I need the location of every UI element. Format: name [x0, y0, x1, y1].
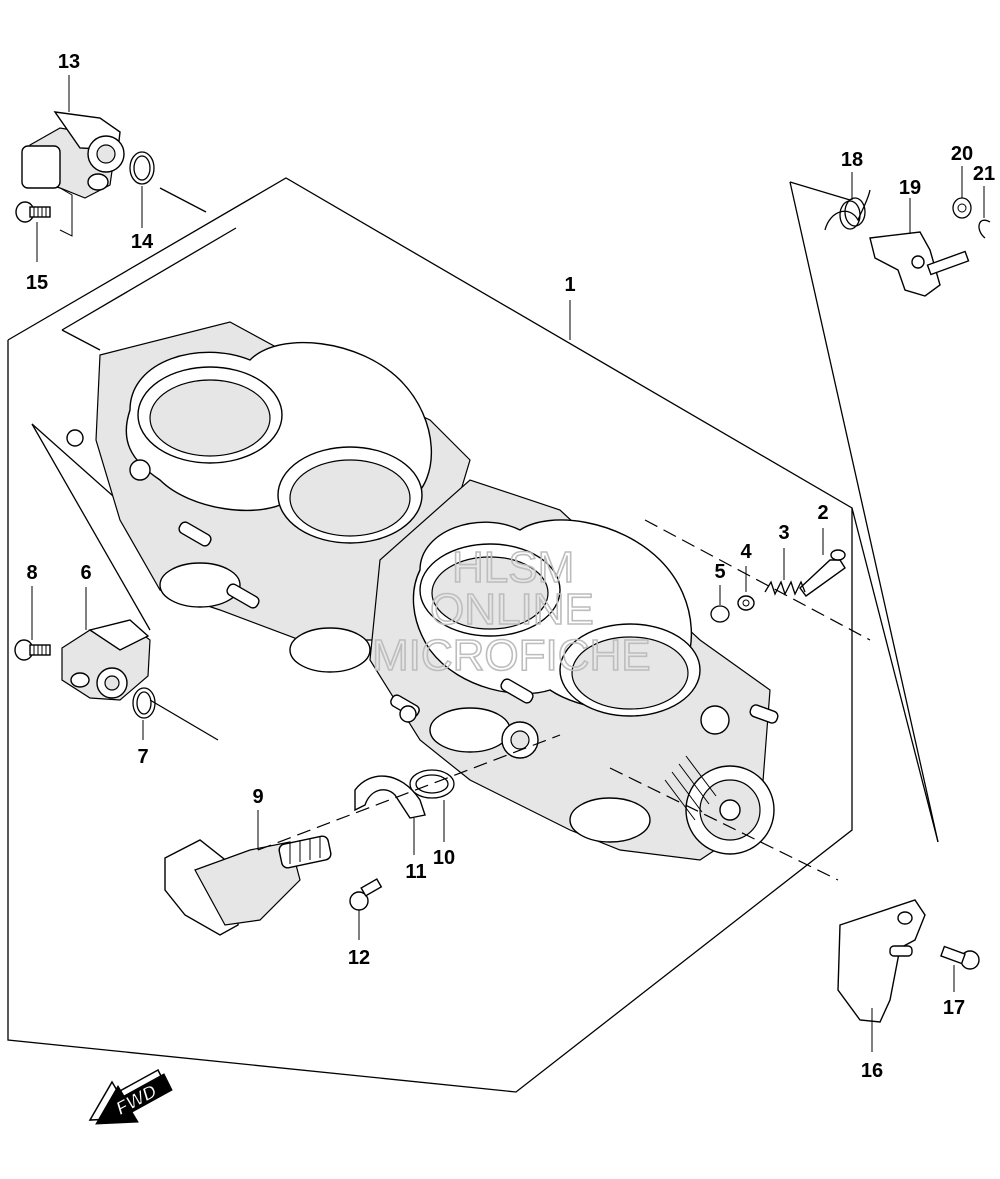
- callout-20: 20: [951, 143, 973, 165]
- watermark-line-1: HLSM: [452, 543, 574, 592]
- bolt-17: [940, 945, 980, 970]
- sensor-13: [21, 111, 125, 199]
- clip-21: [978, 219, 991, 239]
- o-ring-10: [409, 769, 455, 799]
- callout-10: 10: [433, 847, 455, 869]
- callout-2: 2: [817, 502, 828, 524]
- spring-18: [824, 189, 871, 231]
- o-ring-7: [132, 687, 156, 719]
- bracket-16: [837, 899, 926, 1023]
- lever-19: [869, 231, 970, 297]
- bracket-11: [354, 775, 426, 819]
- sensor-9: [164, 835, 332, 936]
- alignment-lines: [257, 519, 871, 881]
- screw-15: [15, 201, 51, 223]
- watermark-line-3: MICROFICHE: [372, 631, 651, 680]
- assembly-frame: [7, 177, 853, 1093]
- screw-2: [799, 549, 846, 597]
- watermark: HLSM ONLINE MICROFICHE: [371, 542, 651, 681]
- callout-13: 13: [58, 51, 80, 73]
- washer-5: [710, 605, 730, 623]
- callout-11: 11: [405, 861, 426, 883]
- callout-labels: 1 2 3 4 5 6 7 8 9 10 11 12 13 14 15 16 1…: [26, 51, 995, 1082]
- callout-19: 19: [899, 177, 921, 199]
- callout-1: 1: [564, 274, 575, 296]
- callout-3: 3: [778, 522, 789, 544]
- callout-12: 12: [348, 947, 370, 969]
- callout-21: 21: [973, 163, 995, 185]
- callout-17: 17: [943, 997, 965, 1019]
- callout-6: 6: [80, 562, 91, 584]
- washer-20: [952, 197, 972, 219]
- callout-18: 18: [841, 149, 863, 171]
- callout-4: 4: [740, 541, 752, 563]
- callout-14: 14: [131, 231, 154, 253]
- linkage-subframe-right: [789, 181, 939, 843]
- callout-5: 5: [714, 561, 725, 583]
- callout-9: 9: [252, 786, 263, 808]
- sensor-6: [61, 619, 151, 701]
- callout-8: 8: [26, 562, 37, 584]
- callout-15: 15: [26, 272, 48, 294]
- callout-7: 7: [137, 746, 148, 768]
- washer-4: [737, 595, 755, 611]
- fwd-direction-arrow: FWD: [88, 1068, 173, 1125]
- callout-16: 16: [861, 1060, 883, 1082]
- watermark-line-2: ONLINE: [430, 585, 594, 634]
- o-ring-14: [129, 151, 155, 185]
- throttle-body: [66, 321, 779, 861]
- spring-3: [764, 580, 806, 596]
- leader-lines: [31, 75, 985, 1052]
- screw-8: [14, 639, 51, 661]
- screw-12: [349, 878, 383, 911]
